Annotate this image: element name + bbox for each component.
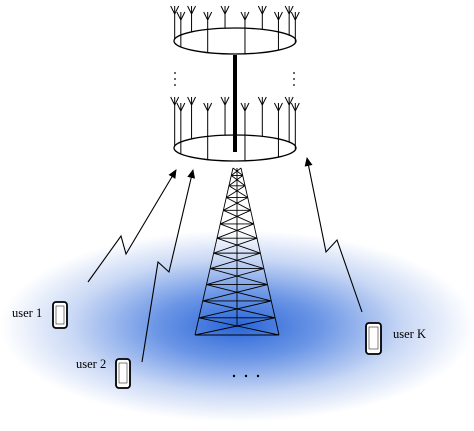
antenna-element — [170, 5, 176, 15]
tower-brace — [213, 252, 265, 270]
antenna-element — [257, 96, 263, 106]
antenna-element — [284, 5, 290, 15]
tower-brace — [232, 167, 243, 176]
antenna-element — [261, 96, 267, 106]
antenna-element — [176, 102, 182, 112]
antenna-element — [207, 102, 213, 112]
uplink-arrow-user1 — [87, 169, 177, 283]
array-ellipsis — [174, 72, 295, 86]
antenna-element — [174, 5, 180, 15]
tower-leg — [240, 167, 280, 336]
base-station-tower — [194, 167, 280, 336]
antenna-element — [244, 11, 250, 21]
tower-brace — [231, 175, 246, 187]
tower-brace — [216, 237, 261, 254]
tower-brace — [213, 237, 258, 254]
tower-brace — [226, 185, 246, 198]
antenna-element — [240, 11, 246, 21]
antenna-element — [273, 11, 279, 21]
tower-brace — [198, 300, 272, 319]
users-ellipsis — [232, 374, 260, 378]
user1-label: user 1 — [12, 306, 43, 320]
tower-brace — [194, 317, 276, 336]
tower-brace — [228, 175, 243, 187]
antenna-element — [220, 5, 226, 15]
antenna-element — [277, 11, 283, 21]
antenna-element — [191, 5, 197, 15]
antenna-element — [290, 11, 296, 21]
antenna-element — [277, 102, 283, 112]
tower-brace — [209, 252, 261, 270]
antenna-element — [191, 96, 197, 106]
antenna-element — [290, 102, 296, 112]
user2-label: user 2 — [76, 357, 107, 371]
antenna-element — [288, 5, 294, 15]
tower-brace — [206, 268, 265, 285]
antenna-element — [176, 11, 182, 21]
tower-brace — [209, 268, 268, 285]
antenna-element — [294, 11, 300, 21]
antenna-element — [187, 96, 193, 106]
tower-brace — [226, 197, 251, 211]
phone-user2 — [115, 358, 131, 389]
antenna-element — [187, 5, 193, 15]
antenna-element — [203, 102, 209, 112]
tower-brace — [223, 197, 248, 211]
userK-label: user K — [393, 327, 426, 341]
antenna-element — [203, 11, 209, 21]
tower-brace — [220, 223, 258, 239]
antenna-element — [257, 5, 263, 15]
antenna-element — [170, 96, 176, 106]
antenna-element — [273, 102, 279, 112]
antenna-element — [240, 102, 246, 112]
antenna-ring — [173, 27, 297, 55]
antenna-array — [170, 5, 300, 162]
phone-user1 — [52, 301, 68, 329]
antenna-element — [294, 102, 300, 112]
uplink-arrow-user2 — [141, 169, 196, 363]
tower-brace — [231, 167, 242, 176]
tower-brace — [202, 300, 276, 319]
tower-brace — [202, 284, 268, 302]
uplink-arrow-userK — [304, 157, 363, 313]
tower-brace — [223, 209, 254, 225]
antenna-element — [174, 96, 180, 106]
uplink-arrows — [87, 157, 363, 363]
antenna-element — [180, 11, 186, 21]
antenna-element — [180, 102, 186, 112]
antenna-element — [244, 102, 250, 112]
antenna-element — [220, 96, 226, 106]
tower-brace — [206, 284, 272, 302]
antenna-element — [261, 5, 267, 15]
antenna-element — [224, 96, 230, 106]
antenna-element — [207, 11, 213, 21]
antenna-element — [224, 5, 230, 15]
tower-brace — [198, 317, 280, 336]
tower-brace — [220, 209, 251, 225]
tower-brace — [216, 223, 254, 239]
antenna-element — [288, 96, 294, 106]
phone-userK — [365, 322, 382, 355]
tower-leg — [194, 167, 234, 336]
tower-brace — [228, 185, 248, 198]
antenna-element — [284, 96, 290, 106]
